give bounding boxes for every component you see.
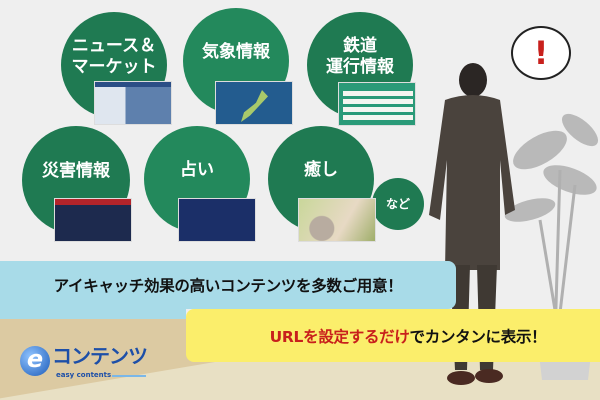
logo-arrow-icon <box>112 375 146 377</box>
category-label: 気象情報 <box>202 42 270 63</box>
logo-e-mark: e <box>20 346 50 376</box>
category-label: 癒し <box>304 160 338 181</box>
fortune-thumbnail <box>178 198 256 242</box>
speech-bubble-exclamation: ! <box>511 26 571 80</box>
logo-en-text: easy contents <box>56 371 112 379</box>
disaster-info-thumbnail <box>54 198 132 242</box>
category-label: 災害情報 <box>42 161 110 182</box>
kitten-photo-thumbnail <box>298 198 376 242</box>
exclamation-icon: ! <box>533 34 549 72</box>
category-label: 占い <box>180 160 214 181</box>
news-screen-thumbnail <box>94 81 172 125</box>
ez-contents-logo: e コンテンツ easy contents <box>20 344 150 386</box>
subline-highlight: URLを設定するだけ <box>269 327 410 346</box>
rail-status-thumbnail <box>338 82 416 126</box>
category-label-group: ニュース＆マーケット <box>72 36 157 79</box>
subline-text: でカンタンに表示！ <box>409 327 547 346</box>
category-label-line1: ニュース＆ <box>71 35 157 56</box>
category-label-line1: 鉄道 <box>343 35 377 56</box>
headline-text: アイキャッチ効果の高いコンテンツを多数ご用意！ <box>53 277 403 295</box>
category-label-line2: マーケット <box>71 57 157 77</box>
logo-jp-text: コンテンツ <box>52 344 148 368</box>
category-label-line2: 運行情報 <box>326 57 394 77</box>
weather-map-thumbnail <box>215 81 293 125</box>
etc-label: など <box>385 196 410 211</box>
category-etc: など <box>372 178 424 230</box>
subline-banner: URLを設定するだけでカンタンに表示！ <box>186 309 600 362</box>
category-label-group: 鉄道運行情報 <box>326 36 394 79</box>
headline-banner: アイキャッチ効果の高いコンテンツを多数ご用意！ <box>0 261 456 309</box>
